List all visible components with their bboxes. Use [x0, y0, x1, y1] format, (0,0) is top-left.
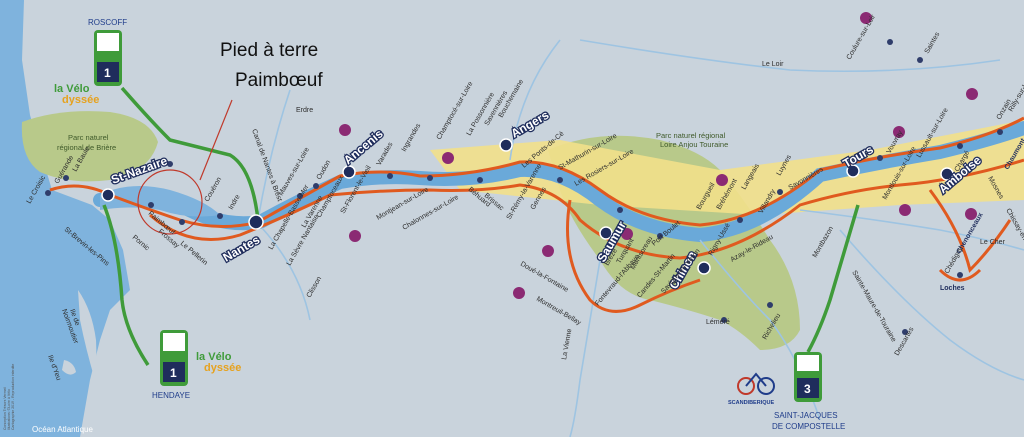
wine-markers — [339, 12, 978, 299]
noirmoutier-island — [78, 290, 97, 380]
svg-text:Doué-la-Fontaine: Doué-la-Fontaine — [519, 261, 569, 294]
briere-park-label-1: Parc naturel — [68, 133, 109, 142]
shield-roscoff[interactable]: 1 — [94, 30, 122, 86]
svg-text:Varades: Varades — [376, 141, 395, 167]
paimboeuf-highlight-circle — [137, 169, 203, 235]
loire-park-label-1: Parc naturel régional — [656, 131, 726, 140]
svg-text:Sainte-Maure-de-Touraine: Sainte-Maure-de-Touraine — [850, 270, 897, 344]
svg-text:la Vélo: la Vélo — [196, 351, 232, 363]
velodyssee-logo-south: la Vélo dyssée — [196, 351, 241, 374]
tributary-loir — [579, 39, 1001, 73]
svg-text:Conception Trésors Vermeil: Conception Trésors Vermeil — [3, 387, 7, 430]
svg-text:Clisson: Clisson — [306, 276, 324, 299]
tributary-indre — [839, 229, 1024, 381]
scandiberique-route — [806, 204, 860, 353]
svg-text:SCANDIBERIQUE: SCANDIBERIQUE — [728, 400, 774, 406]
shield-roscoff-number: 1 — [104, 66, 111, 80]
loire-park-label-2: Loire Anjou Touraine — [660, 140, 728, 149]
svg-text:Rilly-sur-Loire: Rilly-sur-Loire — [1008, 72, 1024, 113]
svg-text:dyssée: dyssée — [204, 362, 241, 374]
tributary-erdre — [257, 89, 291, 221]
city-dots — [101, 138, 954, 275]
city-label-angers: Angers — [509, 108, 552, 141]
svg-text:Illustrations: ©Loire à Vélo: Illustrations: ©Loire à Vélo — [7, 389, 11, 430]
svg-text:Couëron: Couëron — [204, 176, 224, 203]
scandiberique-logo: SCANDIBERIQUE — [728, 372, 775, 406]
svg-text:Erdre: Erdre — [296, 107, 313, 114]
svg-text:dyssée: dyssée — [62, 94, 99, 106]
svg-text:la Vélo: la Vélo — [54, 83, 90, 95]
annotation-line1: Pied à terre — [220, 40, 318, 61]
svg-text:Lémeré: Lémeré — [706, 319, 730, 326]
tributary-sevre — [261, 227, 311, 321]
svg-text:Montbazon: Montbazon — [812, 225, 835, 259]
route-branch-loches — [938, 268, 982, 282]
shield-compostelle[interactable]: 3 — [794, 352, 822, 402]
svg-text:Ingrandes: Ingrandes — [401, 122, 423, 153]
loire-a-velo-route-south — [149, 158, 1024, 260]
roscoff-label: ROSCOFF — [88, 18, 127, 27]
velodyssee-north-route — [120, 86, 260, 221]
tributary-cher — [799, 209, 1024, 251]
svg-text:Le Pellerin: Le Pellerin — [179, 240, 209, 267]
atlantic-ocean — [0, 0, 130, 437]
svg-text:Canal de Nantes à Brest: Canal de Nantes à Brest — [250, 128, 283, 202]
tributary-south — [569, 259, 601, 437]
svg-text:Le Loir: Le Loir — [762, 61, 784, 68]
hendaye-label: HENDAYE — [152, 391, 190, 400]
velodyssee-logo-north: la Vélo dyssée — [54, 83, 99, 106]
credits: Conception Trésors Vermeil Illustrations… — [3, 364, 15, 430]
yeu-island — [62, 360, 76, 375]
route-branch-tours — [928, 189, 1012, 273]
svg-text:Loches: Loches — [940, 285, 965, 292]
shield-hendaye[interactable]: 1 — [160, 330, 188, 386]
briere-park — [21, 111, 159, 182]
shield-compostelle-number: 3 — [804, 382, 811, 396]
shield-hendaye-number: 1 — [170, 366, 177, 380]
svg-text:Chédigny: Chédigny — [944, 245, 965, 275]
route-branch-saumur — [566, 199, 701, 313]
briere-park-label-2: régional de Brière — [57, 143, 116, 152]
svg-text:Saintes: Saintes — [924, 31, 942, 55]
svg-text:Cartographie 2019 - Reproducti: Cartographie 2019 - Reproduction interdi… — [11, 364, 15, 430]
sea-label: Océan Atlantique — [32, 425, 93, 434]
svg-text:Le Cher: Le Cher — [980, 239, 1006, 246]
svg-text:Pornic: Pornic — [131, 234, 151, 252]
svg-text:Montreuil-Bellay: Montreuil-Bellay — [535, 296, 582, 327]
svg-text:Oudon: Oudon — [316, 159, 333, 181]
velodyssee-south-route — [102, 204, 150, 366]
svg-text:Chissay-en-Touraine: Chissay-en-Touraine — [1004, 208, 1024, 267]
svg-text:La Vienne: La Vienne — [561, 328, 573, 360]
annotation-arrow-line — [199, 99, 233, 181]
loire-river — [93, 121, 1024, 243]
compostelle-label-1: SAINT-JACQUES — [774, 411, 838, 420]
annotation-line2: Paimbœuf — [235, 70, 323, 91]
compostelle-label-2: DE COMPOSTELLE — [772, 422, 845, 431]
svg-text:Indre: Indre — [228, 194, 242, 211]
estuary — [100, 186, 220, 217]
